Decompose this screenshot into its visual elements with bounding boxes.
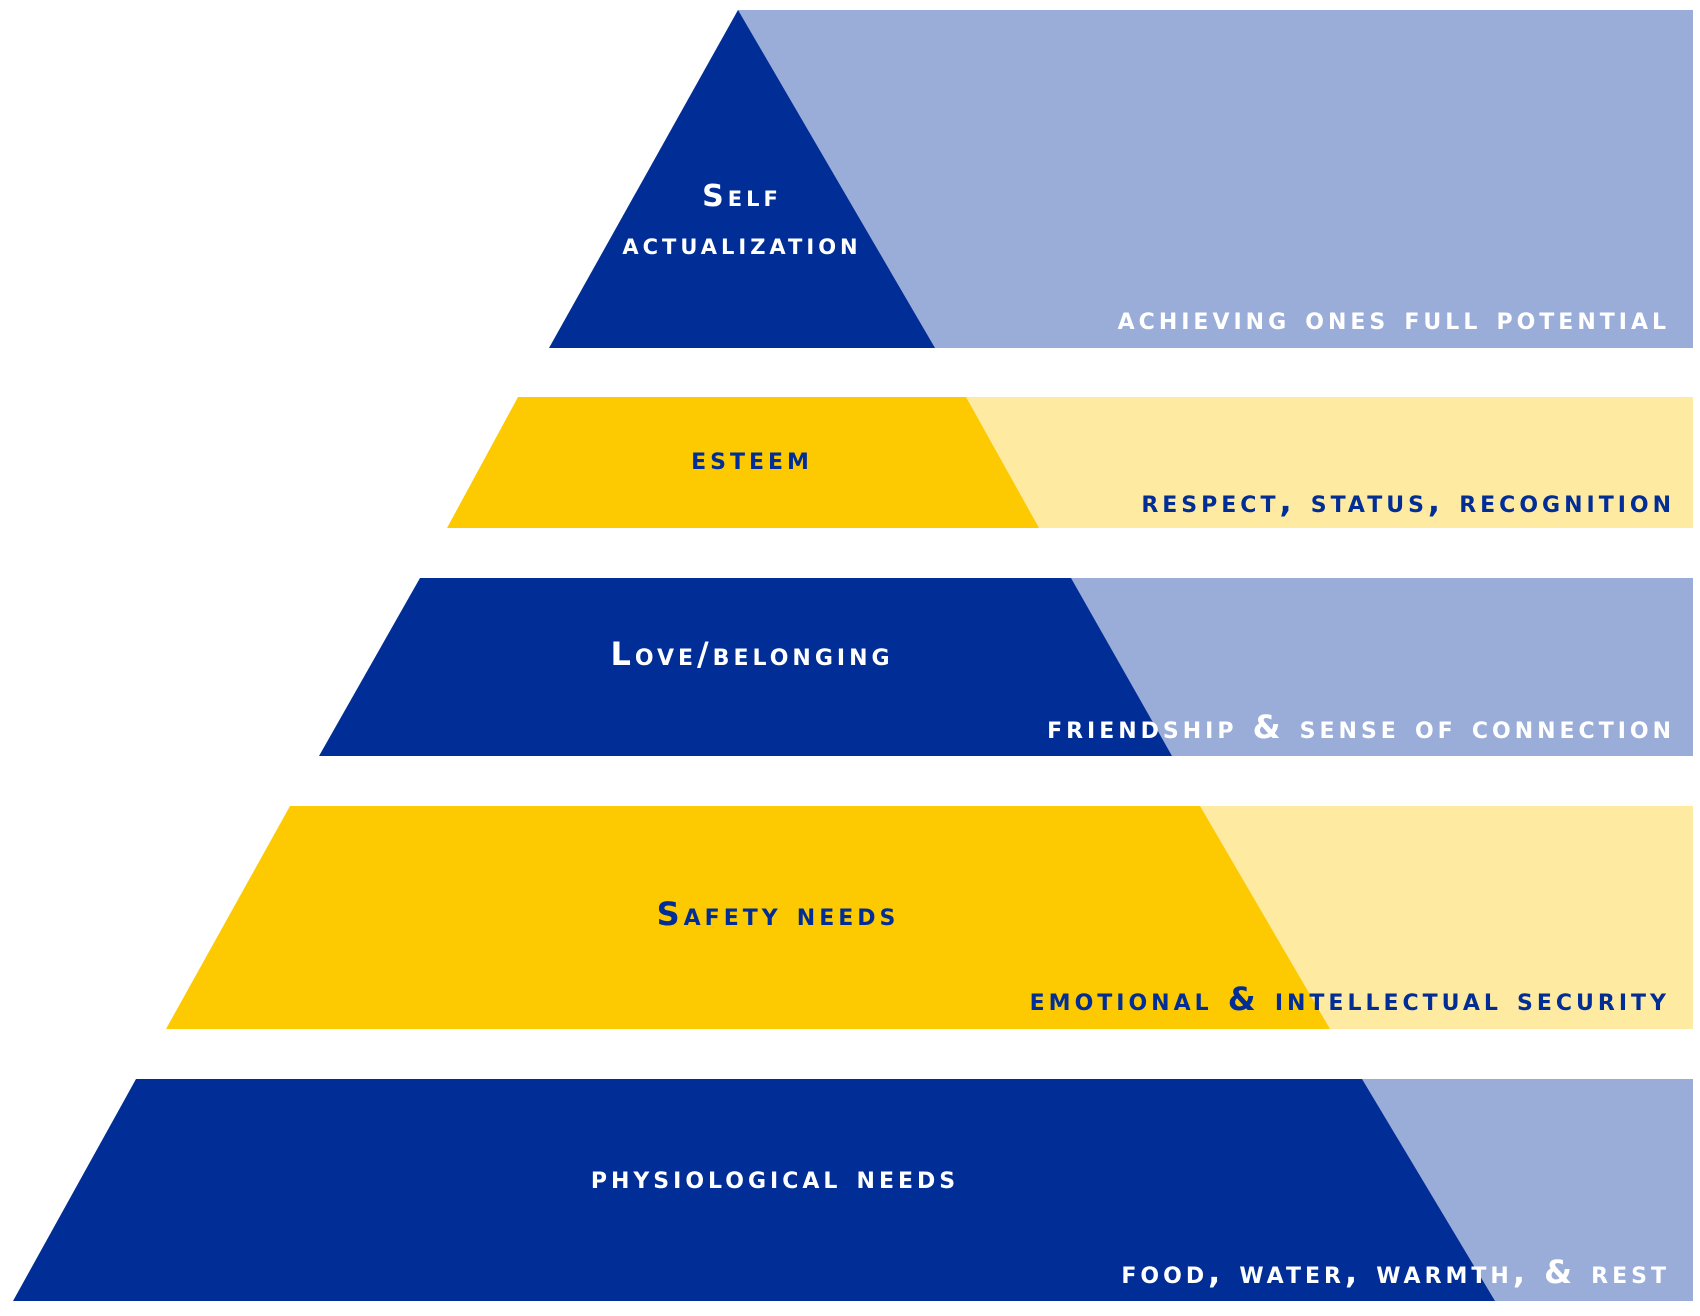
- love-belonging-description: friendship & sense of connection: [1047, 708, 1675, 746]
- level-self-actualization: Self actualization achieving ones full p…: [549, 10, 1693, 348]
- safety-needs-trapezoid: [166, 806, 1330, 1029]
- safety-needs-title: Safety needs: [657, 895, 900, 933]
- self-actualization-title-line2: actualization: [622, 227, 861, 262]
- level-love-belonging: Love/belonging friendship & sense of con…: [319, 578, 1693, 756]
- self-actualization-description: achieving ones full potential: [1118, 299, 1670, 337]
- esteem-title: esteem: [691, 439, 813, 477]
- safety-needs-description: emotional & intellectual security: [1030, 980, 1670, 1018]
- esteem-trapezoid: [447, 397, 1039, 528]
- physiological-needs-description: food, water, warmth, & rest: [1121, 1253, 1670, 1291]
- love-belonging-trapezoid: [319, 578, 1172, 756]
- level-physiological-needs: physiological needs food, water, warmth,…: [13, 1079, 1693, 1301]
- love-belonging-title: Love/belonging: [610, 635, 893, 673]
- self-actualization-triangle: [549, 10, 935, 348]
- self-actualization-title-line1: Self: [702, 179, 782, 214]
- physiological-needs-trapezoid: [13, 1079, 1495, 1301]
- esteem-description: respect, status, recognition: [1141, 482, 1675, 520]
- level-esteem: esteem respect, status, recognition: [447, 397, 1693, 528]
- esteem-description-band: [900, 397, 1693, 528]
- level-safety-needs: Safety needs emotional & intellectual se…: [166, 806, 1693, 1029]
- physiological-needs-title: physiological needs: [591, 1158, 959, 1196]
